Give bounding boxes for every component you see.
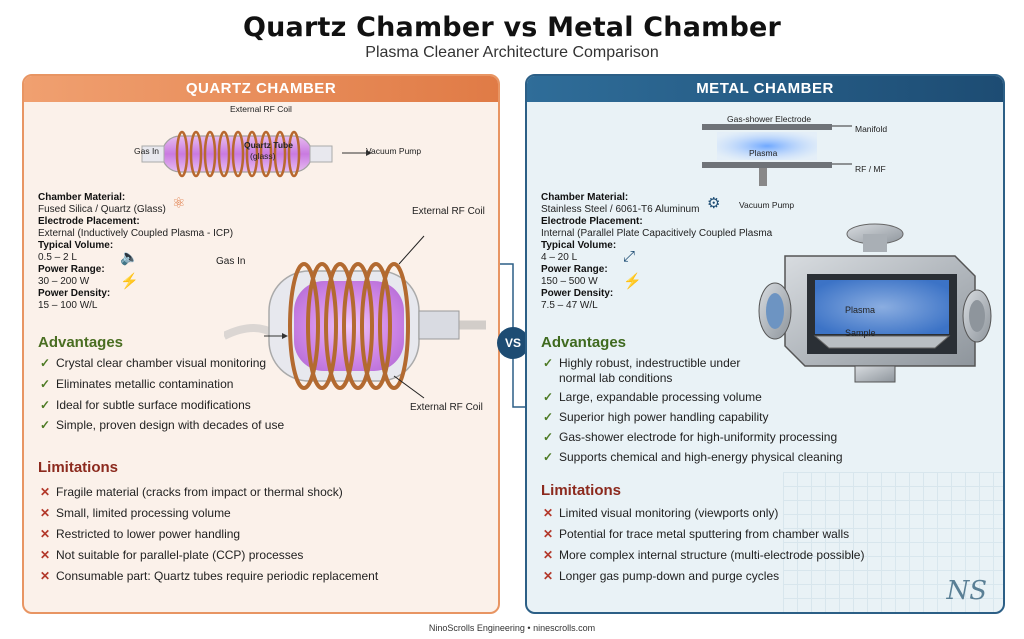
coil-right-top-label: External RF Coil <box>412 206 485 217</box>
spec-material: Chamber Material:Stainless Steel / 6061-… <box>541 192 700 215</box>
page-title: Quartz Chamber vs Metal Chamber <box>242 12 782 43</box>
molecule-icon: ⚛ <box>172 195 186 212</box>
expand-icon: ⤢ <box>623 248 636 265</box>
vacuum-arrow-icon <box>342 150 372 156</box>
quartz-specs: Chamber Material:Fused Silica / Quartz (… <box>38 192 278 311</box>
metal-limitation-item: ✕Longer gas pump-down and purge cycles <box>543 569 780 583</box>
metal-limitations-title: Limitations <box>541 482 622 499</box>
quartz-advantage-item: ✓Simple, proven design with decades of u… <box>40 418 285 432</box>
quartz-limitation-item: ✕Restricted to lower power handling <box>40 527 241 541</box>
metal-advantage-item: ✓Supports chemical and high-energy physi… <box>543 450 843 464</box>
spec-electrode: Electrode Placement:Internal (Parallel P… <box>541 216 773 239</box>
quartz-advantage-item: ✓Crystal clear chamber visual monitoring <box>40 356 267 370</box>
rf-label: RF / MF <box>855 164 886 174</box>
vs-badge: VS <box>497 327 529 359</box>
quartz-advantage-item: ✓Eliminates metallic contamination <box>40 377 234 391</box>
quartz-limitations-title: Limitations <box>38 459 119 476</box>
metal-limitation-item: ✕Limited visual monitoring (viewports on… <box>543 506 779 520</box>
metal-chamber-diagram <box>758 223 992 383</box>
coil-right-bottom-label: External RF Coil <box>410 402 483 413</box>
coil-top-label: External RF Coil <box>230 104 292 114</box>
quartz-panel-header: QUARTZ CHAMBER <box>24 76 498 102</box>
manifold-label: Manifold <box>855 124 888 134</box>
spec-volume: Typical Volume:4 – 20 L <box>541 240 617 263</box>
small-quartz-tube-diagram <box>141 130 333 178</box>
metal-limitation-item: ✕Potential for trace metal sputtering fr… <box>543 527 850 541</box>
plasma-small-label: Plasma <box>749 148 778 158</box>
quartz-tube-sublabel: (glass) <box>250 151 276 161</box>
power-icon: ⚡ <box>120 273 139 290</box>
spec-density: Power Density:7.5 – 47 W/L <box>541 288 614 311</box>
vacuum-small-label: Vacuum Pump <box>366 146 422 156</box>
quartz-limitation-item: ✕Fragile material (cracks from impact or… <box>40 485 343 499</box>
quartz-panel: QUARTZ CHAMBER External RF Coil Quartz T… <box>22 74 500 614</box>
metal-panel-header: METAL CHAMBER <box>527 76 1003 102</box>
spec-volume: Typical Volume:0.5 – 2 L <box>38 240 114 263</box>
quartz-advantages-title: Advantages <box>38 334 124 351</box>
page-subtitle: Plasma Cleaner Architecture Comparison <box>365 44 659 61</box>
quartz-advantage-item: ✓Ideal for subtle surface modifications <box>40 398 251 412</box>
spec-density: Power Density:15 – 100 W/L <box>38 288 111 311</box>
quartz-limitation-item: ✕Small, limited processing volume <box>40 506 231 520</box>
metal-advantage-item: ✓Highly robust, indestructible under <box>543 356 741 370</box>
sample-label: Sample <box>845 328 876 338</box>
quartz-limitation-item: ✕Not suitable for parallel-plate (CCP) p… <box>40 548 304 562</box>
metal-limitation-item: ✕More complex internal structure (multi-… <box>543 548 865 562</box>
spec-power: Power Range:30 – 200 W <box>38 264 105 287</box>
electrode-label: Gas-shower Electrode <box>727 114 812 124</box>
spec-power: Power Range:150 – 500 W <box>541 264 608 287</box>
small-ccp-diagram <box>702 124 852 186</box>
spec-material: Chamber Material:Fused Silica / Quartz (… <box>38 192 166 215</box>
vacuum-label: Vacuum Pump <box>739 200 795 210</box>
quartz-limitation-item: ✕Consumable part: Quartz tubes require p… <box>40 569 379 583</box>
metal-advantage-item: ✓Superior high power handling capability <box>543 410 769 424</box>
metal-specs: Chamber Material:Stainless Steel / 6061-… <box>541 192 791 311</box>
large-coil-diagram <box>224 235 486 399</box>
gas-in-large-label: Gas In <box>216 256 246 267</box>
quartz-tube-label: Quartz Tube <box>244 140 293 150</box>
grid-background <box>783 472 1003 612</box>
spec-electrode: Electrode Placement:External (Inductivel… <box>38 216 234 239</box>
speaker-icon: 🔈 <box>120 249 139 266</box>
metal-advantage-item: ✓Gas-shower electrode for high-uniformit… <box>543 430 838 444</box>
gear-icon: ⚙ <box>707 195 721 212</box>
ns-logo: NS <box>946 576 987 606</box>
metal-panel: METAL CHAMBER Gas-shower Electrode Manif… <box>525 74 1005 614</box>
chamber-plasma-label: Plasma <box>845 305 876 315</box>
metal-advantage-item-continued: normal lab conditions <box>559 371 673 385</box>
footer: NinoScrolls Engineering • ninescrolls.co… <box>428 623 596 633</box>
power-icon: ⚡ <box>623 273 642 290</box>
gas-in-small-label: Gas In <box>134 146 160 156</box>
metal-advantages-title: Advantages <box>541 334 627 351</box>
metal-advantage-item: ✓Large, expandable processing volume <box>543 390 762 404</box>
